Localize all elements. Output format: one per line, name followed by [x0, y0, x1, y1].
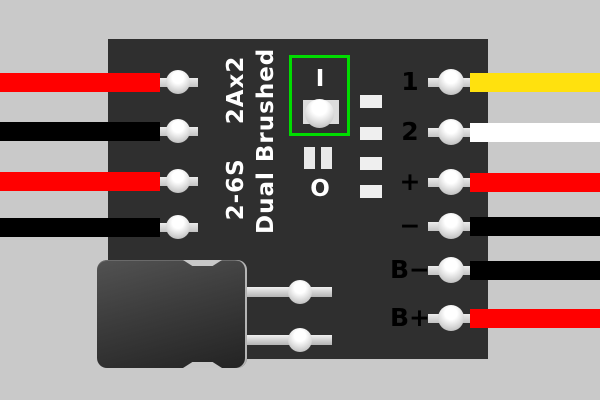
- left-solder-pad-2: [166, 119, 190, 143]
- right-wire-red-3: [470, 173, 600, 192]
- right-solder-pad-2: [438, 119, 464, 145]
- capacitor-body: [97, 260, 247, 368]
- right-solder-pad-1: [438, 69, 464, 95]
- right-solder-pad-4: [438, 213, 464, 239]
- smd-pad-2: [360, 127, 382, 140]
- left-wire-black-4: [0, 218, 160, 237]
- left-solder-pad-1: [166, 70, 190, 94]
- pad-label-4: −: [399, 211, 421, 240]
- silkscreen-rating-text: 2-6S 2Ax2: [223, 55, 249, 221]
- capacitor-crimp-bottom: [183, 362, 222, 368]
- right-solder-pad-5: [438, 257, 464, 283]
- pad-label-6: B+: [390, 303, 431, 332]
- silkscreen-type-text: Dual Brushed: [253, 47, 279, 234]
- left-wire-red-1: [0, 73, 160, 92]
- right-wire-white-2: [470, 123, 600, 142]
- smd-pad-1: [360, 95, 382, 108]
- left-wire-black-2: [0, 122, 160, 141]
- left-wire-red-3: [0, 172, 160, 191]
- capacitor-lead-pad-2: [288, 328, 312, 352]
- right-wire-black-5: [470, 261, 600, 280]
- switch-on-marker: I: [315, 66, 325, 92]
- right-wire-black-4: [470, 217, 600, 236]
- right-solder-pad-3: [438, 169, 464, 195]
- smd-pad-3: [360, 157, 382, 170]
- capacitor-crimp-top: [183, 260, 222, 266]
- pad-label-3: +: [399, 167, 421, 196]
- pad-label-5: B−: [390, 255, 431, 284]
- jumper-pad-left: [304, 147, 315, 169]
- left-solder-pad-3: [166, 169, 190, 193]
- power-switch-ball: [305, 99, 334, 128]
- capacitor-lead-pad-1: [288, 280, 312, 304]
- right-solder-pad-6: [438, 305, 464, 331]
- left-solder-pad-4: [166, 215, 190, 239]
- switch-off-marker: O: [310, 176, 330, 202]
- pad-label-1: 1: [401, 67, 419, 96]
- power-switch-outline: [289, 55, 350, 136]
- jumper-pad-right: [321, 147, 332, 169]
- smd-pad-4: [360, 185, 382, 198]
- right-wire-red-6: [470, 309, 600, 328]
- pad-label-2: 2: [401, 117, 419, 146]
- right-wire-yellow-1: [470, 73, 600, 92]
